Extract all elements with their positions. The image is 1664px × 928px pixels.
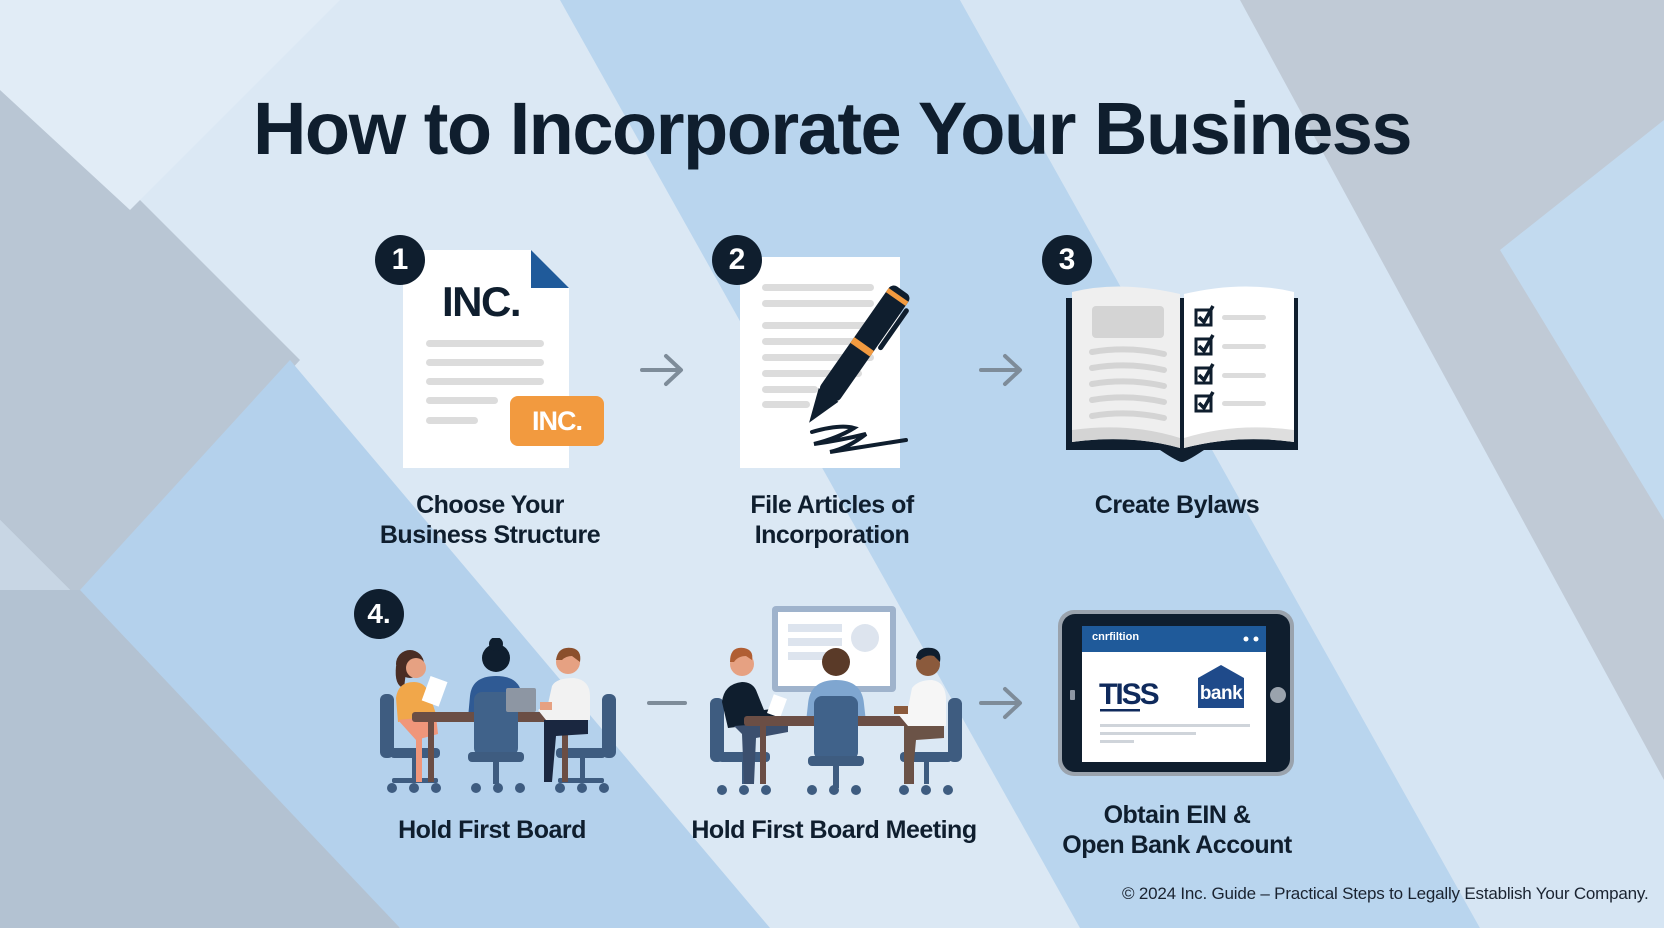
step-badge-3: 3 bbox=[1042, 235, 1092, 285]
incorporation-document-icon bbox=[403, 250, 604, 468]
arrow-right-icon bbox=[640, 354, 683, 386]
step-2 bbox=[730, 250, 960, 475]
step-4 bbox=[376, 638, 621, 798]
document-with-pen-icon bbox=[740, 257, 910, 468]
step-caption-4: Hold First Board bbox=[398, 816, 586, 844]
step-badge-4: 4. bbox=[354, 589, 404, 639]
tablet-bank-icon bbox=[1058, 610, 1294, 776]
open-book-checklist-icon bbox=[1066, 286, 1298, 462]
step-6: cnrfiltion TISS bank bbox=[1056, 608, 1296, 778]
page-title: How to Incorporate Your Business bbox=[252, 87, 1413, 170]
step-caption-5: Hold First Board Meeting bbox=[691, 816, 977, 844]
step-caption-2: File Articles of Incorporation bbox=[750, 491, 914, 549]
doc-heading: INC. bbox=[442, 278, 522, 325]
step-badge-2: 2 bbox=[712, 235, 762, 285]
step-caption-1: Choose Your Business Structure bbox=[379, 491, 601, 549]
board-meeting-presentation-icon bbox=[710, 606, 962, 795]
bank-label: bank bbox=[1199, 683, 1243, 704]
footer-copyright: © 2024 Inc. Guide – Practical Steps to L… bbox=[1122, 884, 1649, 903]
tiss-logo-text: TISS bbox=[1099, 678, 1160, 711]
step-badge-1: 1 bbox=[375, 235, 425, 285]
arrow-right-icon bbox=[979, 354, 1022, 386]
step-5 bbox=[708, 604, 964, 798]
step-3 bbox=[1060, 280, 1305, 465]
inc-stamp-label: INC. bbox=[532, 406, 583, 436]
step-caption-3: Create Bylaws bbox=[1094, 491, 1260, 519]
board-meeting-group-icon bbox=[380, 638, 616, 793]
dash-connector bbox=[647, 701, 687, 705]
step-caption-6: Obtain EIN & Open Bank Account bbox=[1062, 801, 1292, 859]
step-1: INC. INC. bbox=[376, 234, 616, 474]
arrow-right-icon bbox=[979, 687, 1022, 719]
tablet-header-text: cnrfiltion bbox=[1092, 631, 1140, 643]
